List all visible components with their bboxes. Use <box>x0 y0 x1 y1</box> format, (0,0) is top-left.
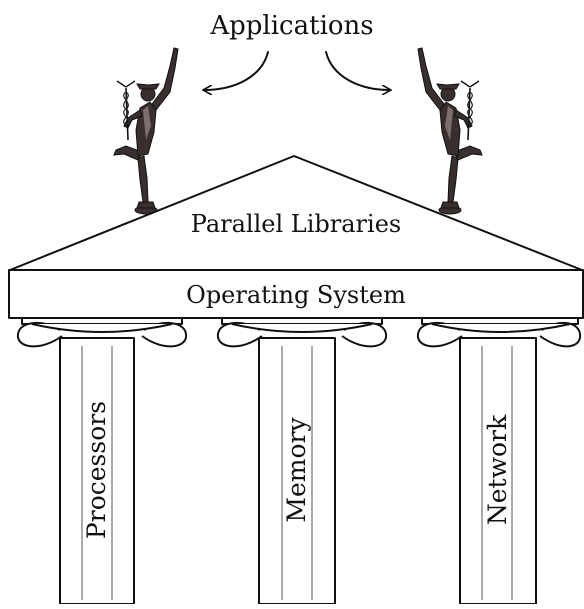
pillar-memory: Memory <box>216 317 388 605</box>
applications-label: Applications <box>209 11 373 41</box>
processors-label: Processors <box>82 401 111 539</box>
arrow-to-right-statue <box>325 51 390 90</box>
pillar-processors: Processors <box>16 317 188 605</box>
network-label: Network <box>483 414 512 525</box>
mercury-statue-right-icon <box>417 47 483 215</box>
memory-label: Memory <box>282 417 311 523</box>
pillar-network: Network <box>416 317 582 605</box>
operating-system-label: Operating System <box>186 281 406 309</box>
operating-system-beam <box>8 269 584 319</box>
arrow-to-left-statue <box>204 51 269 90</box>
parallel-libraries-label: Parallel Libraries <box>191 210 401 238</box>
mercury-statue-left-icon <box>113 47 179 215</box>
